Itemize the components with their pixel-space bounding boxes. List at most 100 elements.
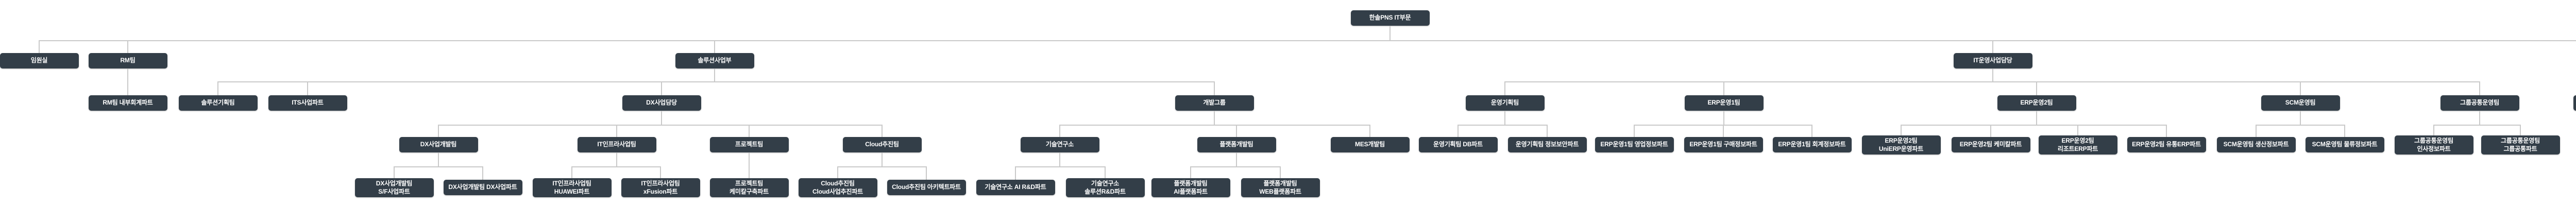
org-node-platform[interactable]: 플랫폼개발팀 [1197,137,1276,152]
connector-line [1992,41,1993,53]
connector-line [217,82,218,95]
org-node-imwon[interactable]: 임원실 [0,53,79,68]
connector-line [749,126,750,137]
org-node-erp2r[interactable]: ERP운영2팀 리조트ERP파트 [2038,135,2117,154]
org-node-scmp[interactable]: SCM운영팀 생산정보파트 [2216,137,2296,152]
connector-line [1723,82,1724,95]
connector-line [438,125,883,126]
org-node-scm[interactable]: SCM운영팀 [2261,95,2340,111]
connector-line [1214,111,1215,125]
org-node-grpg[interactable]: 그룹공통운영팀 그룹공통파트 [2481,135,2560,154]
org-node-stratplan[interactable]: 전략기획팀 [2573,95,2576,111]
connector-line [217,81,1215,82]
org-node-projc[interactable]: 프로젝트팀 케미칼구축파트 [709,178,789,197]
org-node-its[interactable]: ITS사업파트 [268,95,347,111]
org-node-dx[interactable]: DX사업담당 [622,95,701,111]
connector-line [2256,126,2257,137]
connector-line [1059,125,1370,126]
org-node-erp1s[interactable]: ERP운영1팀 영업정보파트 [1595,137,1674,152]
connector-line [2300,111,2301,125]
connector-line [1458,125,1548,126]
connector-line [1901,126,1902,135]
org-node-erp2d[interactable]: ERP운영2팀 유통ERP파트 [2127,137,2206,152]
connector-line [1504,111,1505,125]
connector-line [2300,82,2301,95]
connector-line [1723,111,1724,125]
org-node-opplan[interactable]: 운영기획팀 [1465,95,1545,111]
org-node-dxsf[interactable]: DX사업개발팀 S/F사업파트 [354,178,434,197]
org-node-rndsol[interactable]: 기술연구소 솔루션R&D파트 [1065,178,1145,197]
connector-line [616,152,617,166]
org-node-erp1a[interactable]: ERP운영1팀 회계정보파트 [1772,137,1852,152]
org-node-cloud[interactable]: Cloud추진팀 [842,137,922,152]
org-node-mes[interactable]: MES개발팀 [1330,137,1410,152]
connector-line [2479,111,2480,125]
org-node-erp2[interactable]: ERP운영2팀 [1997,95,2076,111]
org-node-infh[interactable]: IT인프라사업팀 HUAWEI파트 [532,178,612,197]
connector-line [2166,126,2167,137]
connector-line [127,41,128,53]
connector-line [1811,126,1812,137]
org-node-erp2c[interactable]: ERP운영2팀 케미칼파트 [1951,137,2030,152]
org-node-erp1[interactable]: ERP운영1팀 [1684,95,1764,111]
connector-line [1059,126,1060,137]
connector-line [1059,152,1060,166]
connector-line [307,82,308,95]
connector-line [1190,166,1281,167]
connector-line [2433,125,2521,126]
connector-line [1901,125,2167,126]
org-node-infra[interactable]: IT인프라사업팀 [577,137,656,152]
org-node-solplan[interactable]: 솔루션기획팀 [178,95,258,111]
connector-line [2077,126,2078,135]
connector-line [571,166,661,167]
connector-line [661,111,662,125]
org-node-plweb[interactable]: 플랫폼개발팀 WEB플랫폼파트 [1241,178,1320,197]
org-node-opsec[interactable]: 운영기획팀 정보보안파트 [1507,137,1587,152]
org-node-rndai[interactable]: 기술연구소 AI R&D파트 [976,180,1055,195]
org-node-sol[interactable]: 솔루션사업부 [675,53,754,68]
connector-line [2256,125,2345,126]
connector-line [482,167,483,180]
org-node-dev[interactable]: 개발그룹 [1175,95,1254,111]
org-node-grp[interactable]: 그룹공통운영팀 [2440,95,2519,111]
org-node-clouda[interactable]: Cloud추진팀 아키텍트파트 [887,180,966,195]
connector-line [1015,166,1106,167]
connector-line [1280,167,1281,178]
connector-line [1992,68,1993,81]
connector-line [1504,81,2480,82]
connector-line [882,152,883,166]
connector-line [2433,126,2434,135]
connector-line [1105,167,1106,178]
connector-line [1190,167,1191,178]
org-node-scml[interactable]: SCM운영팀 물류정보파트 [2305,137,2384,152]
org-node-plai[interactable]: 플랫폼개발팀 AI플랫폼파트 [1151,178,1230,197]
org-node-erp2u[interactable]: ERP운영2팀 UniERP운영파트 [1861,135,1941,154]
org-node-cloudp[interactable]: Cloud추진팀 Cloud사업추진파트 [798,178,877,197]
org-node-grph[interactable]: 그룹공통운영팀 인사정보파트 [2394,135,2473,154]
org-node-itops[interactable]: IT운영사업담당 [1953,53,2032,68]
connector-line [749,152,750,178]
connector-line [837,167,838,178]
org-node-rm[interactable]: RM팀 [88,53,167,68]
connector-line [660,167,661,178]
connector-line [714,41,715,53]
org-node-proj[interactable]: 프로젝트팀 [709,137,789,152]
org-node-rmacct[interactable]: RM팀 내부회계파트 [88,95,167,111]
org-node-erp1p[interactable]: ERP운영1팀 구매정보파트 [1684,137,1763,152]
org-node-infx[interactable]: IT인프라사업팀 xFusion파트 [621,178,700,197]
connector-line [571,167,572,178]
connector-line [1634,126,1635,137]
connector-line [661,82,662,95]
org-node-dxdev[interactable]: DX사업개발팀 [399,137,478,152]
connector-line [926,167,927,180]
org-node-dxdx[interactable]: DX사업개발팀 DX사업파트 [443,180,522,195]
connector-line [2344,126,2345,137]
org-node-root[interactable]: 한솔PNS IT부문 [1350,10,1430,26]
connector-line [2036,82,2037,95]
org-node-rnd[interactable]: 기술연구소 [1020,137,1099,152]
connector-line [2036,111,2037,125]
org-node-opdb[interactable]: 운영기획팀 DB파트 [1418,137,1498,152]
connector-line [1458,126,1459,137]
connector-line [394,166,483,167]
